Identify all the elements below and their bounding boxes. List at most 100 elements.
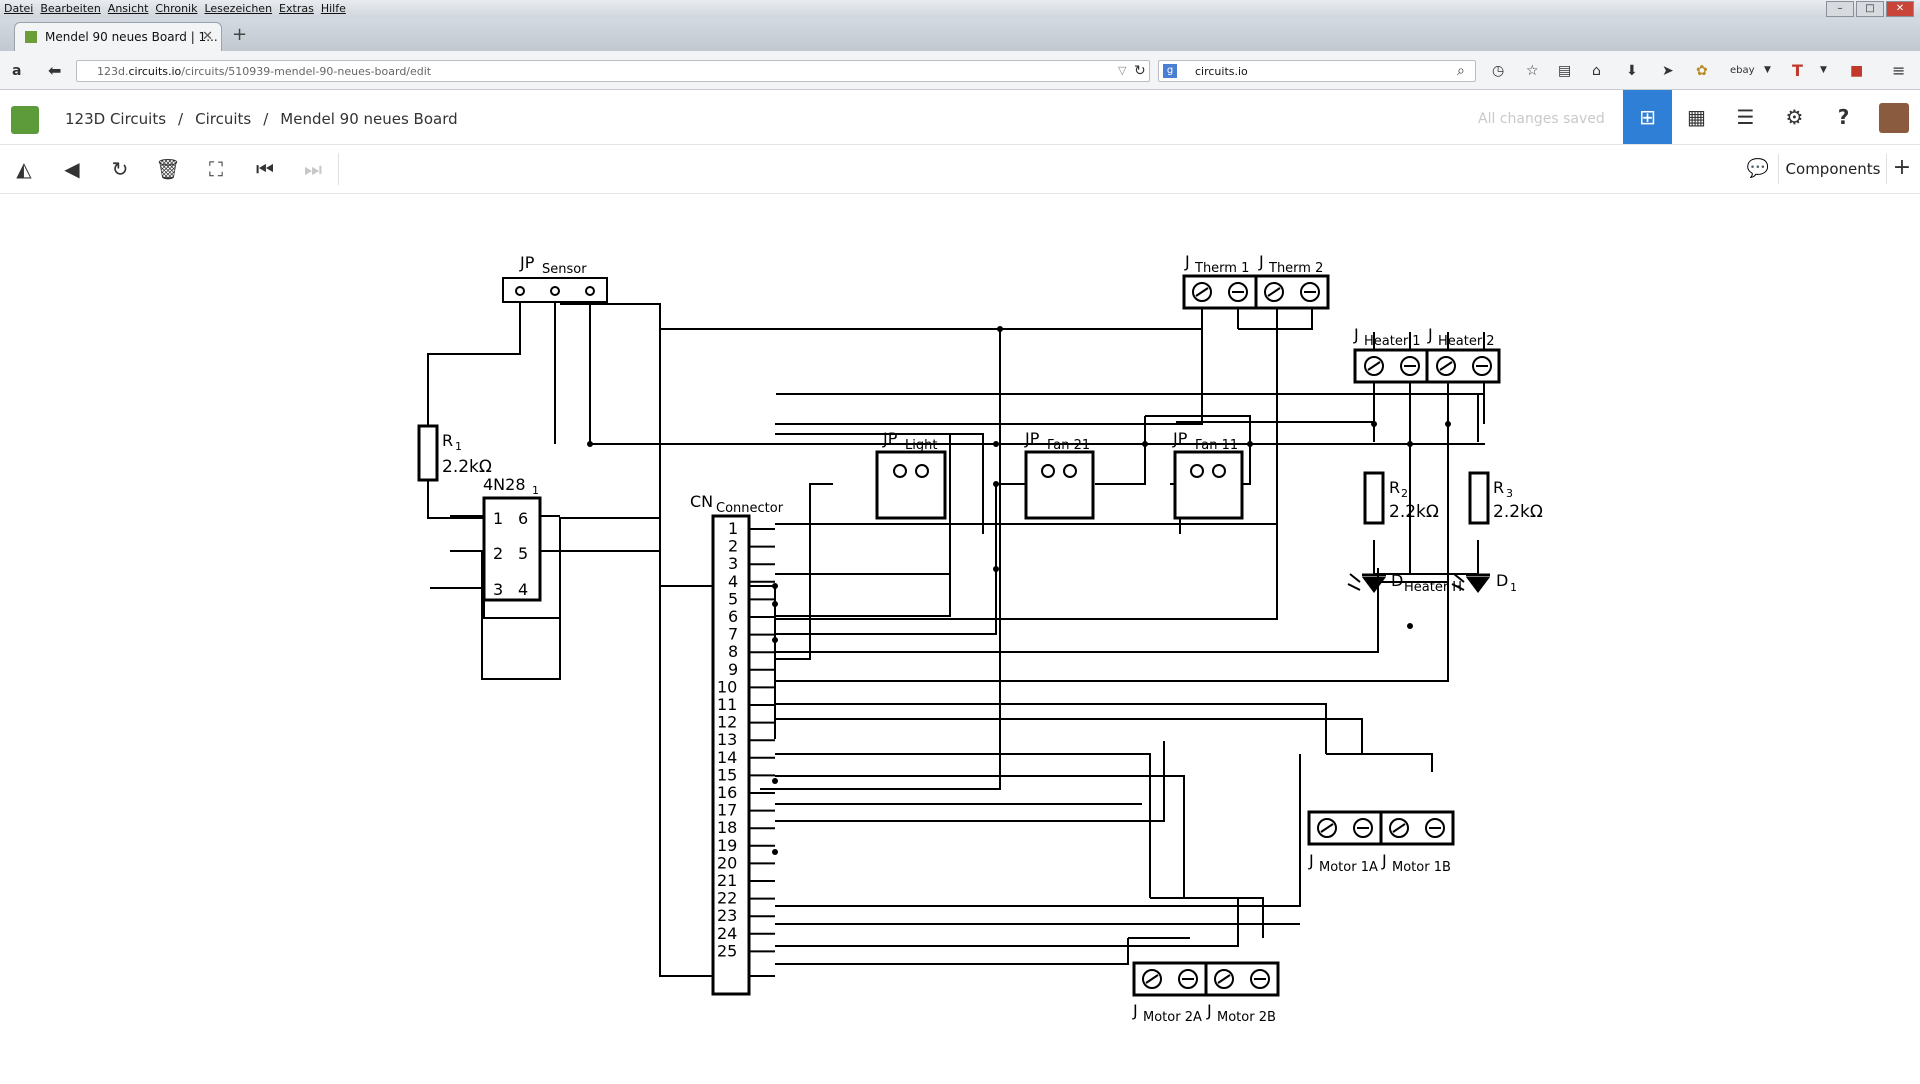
reader-icon[interactable]: ▤ xyxy=(1558,63,1572,79)
wire[interactable] xyxy=(775,433,984,534)
wire[interactable] xyxy=(775,754,1301,907)
jp-sensor[interactable]: JP Sensor xyxy=(502,253,608,303)
led-d1[interactable]: D 1 xyxy=(1451,571,1517,594)
history-icon[interactable]: ◷ xyxy=(1492,63,1505,79)
light-arrow-icon xyxy=(1451,573,1465,591)
menu-chronik[interactable]: Chronik xyxy=(155,2,198,15)
menu-bearbeiten[interactable]: Bearbeiten xyxy=(40,2,101,15)
resistor-r2[interactable]: R 2 2.2kΩ xyxy=(1363,471,1439,525)
rotate-button[interactable]: ↻ xyxy=(105,155,135,183)
back-icon[interactable]: ⬅ xyxy=(48,61,62,80)
send-icon[interactable]: ➤ xyxy=(1662,63,1674,79)
search-input[interactable]: circuits.io xyxy=(1158,60,1476,82)
search-engine-icon[interactable]: g xyxy=(1163,64,1177,78)
menu-extras[interactable]: Extras xyxy=(279,2,314,15)
comments-button[interactable]: 💬 xyxy=(1740,154,1776,184)
wire[interactable] xyxy=(775,938,1129,965)
home-icon[interactable]: ⌂ xyxy=(1592,63,1601,79)
text-tool-icon[interactable]: T xyxy=(1792,61,1803,80)
wire[interactable] xyxy=(775,898,1239,947)
menu-lesezeichen[interactable]: Lesezeichen xyxy=(204,2,273,15)
download-icon[interactable]: ⬇ xyxy=(1626,63,1638,79)
jp-fan21[interactable]: JP Fan 21 xyxy=(1024,429,1095,520)
wire[interactable] xyxy=(775,775,1185,898)
wire[interactable] xyxy=(775,483,833,660)
j-motor1[interactable]: J Motor 1A J Motor 1B xyxy=(1307,810,1455,875)
fit-view-button[interactable]: ⛶ xyxy=(201,155,231,183)
wire[interactable] xyxy=(1000,292,1203,330)
wire[interactable] xyxy=(1326,753,1433,772)
new-tab-icon[interactable]: + xyxy=(232,24,248,45)
resistor-r1[interactable]: R 1 2.2kΩ xyxy=(417,424,492,482)
url-host: 123d. xyxy=(97,65,129,78)
reload-icon[interactable]: ↻ xyxy=(1134,63,1146,79)
wire[interactable] xyxy=(427,292,521,424)
breadcrumb-circuits[interactable]: Circuits xyxy=(195,110,252,128)
add-component-button[interactable]: + xyxy=(1886,154,1917,184)
app-logo-icon[interactable] xyxy=(11,106,39,134)
dropdown-icon[interactable]: ▽ xyxy=(1118,64,1127,77)
wire[interactable] xyxy=(775,703,1327,754)
hamburger-menu-icon[interactable]: ≡ xyxy=(1892,61,1906,80)
opto-pin: 4 xyxy=(518,580,528,599)
minimize-icon[interactable]: – xyxy=(1826,1,1854,17)
wire[interactable] xyxy=(775,574,951,617)
menu-datei[interactable]: Datei xyxy=(4,2,34,15)
close-window-icon[interactable]: ✕ xyxy=(1886,1,1914,17)
wire[interactable] xyxy=(775,292,1278,620)
wire[interactable] xyxy=(775,292,1203,425)
address-bar[interactable]: 123d.circuits.io/circuits/510939-mendel-… xyxy=(76,60,1150,82)
search-icon[interactable]: ⌕ xyxy=(1457,63,1465,79)
wire[interactable] xyxy=(1150,897,1264,938)
wire[interactable] xyxy=(1095,416,1146,485)
undo-button[interactable]: ⏮ xyxy=(250,155,280,183)
connector-cn[interactable]: CN Connector 123456789101112131415161718… xyxy=(690,492,784,996)
wire[interactable] xyxy=(775,753,1151,898)
wire[interactable] xyxy=(660,328,1001,790)
schematic-view-button[interactable]: ⊞ xyxy=(1623,90,1672,144)
optocoupler-4n28[interactable]: 4N28 1 1 6 2 5 3 4 xyxy=(482,475,542,602)
help-button[interactable]: ? xyxy=(1819,90,1868,144)
breadcrumb-home[interactable]: 123D Circuits xyxy=(65,110,167,128)
maximize-icon[interactable]: □ xyxy=(1856,1,1884,17)
flip-horizontal-button[interactable]: ◭ xyxy=(9,155,39,183)
amazon-icon[interactable]: a xyxy=(12,63,22,79)
jp-fan11[interactable]: JP Fan 11 xyxy=(1172,429,1244,520)
flip-vertical-button[interactable]: ◀ xyxy=(57,155,87,183)
wire[interactable] xyxy=(1373,540,1479,575)
j-therm[interactable]: J Therm 1 J Therm 2 xyxy=(1182,252,1330,310)
wire[interactable] xyxy=(450,515,660,619)
pcb-view-button[interactable]: ▦ xyxy=(1672,90,1721,144)
j-heater[interactable]: J Heater 1 J Heater 2 xyxy=(1353,325,1501,384)
browser-tab[interactable]: Mendel 90 neues Board | 1... ✕ xyxy=(14,22,222,52)
wire[interactable] xyxy=(1176,332,1375,423)
wire[interactable] xyxy=(775,568,1379,653)
addon-icon[interactable]: ✿ xyxy=(1696,63,1708,79)
wire[interactable] xyxy=(775,718,1363,754)
led-d-heater[interactable]: D Heater H xyxy=(1347,571,1462,595)
schematic-drawing[interactable]: JP Sensor R 1 2.2kΩ 4N28 1 1 6 2 5 3 4 C… xyxy=(0,194,1920,1080)
redo-button[interactable]: ⏭ xyxy=(298,155,328,183)
text-tool-dropdown-icon[interactable]: ▼ xyxy=(1820,65,1827,75)
wire[interactable] xyxy=(775,741,1165,822)
schematic-canvas[interactable]: JP Sensor R 1 2.2kΩ 4N28 1 1 6 2 5 3 4 C… xyxy=(0,194,1920,1080)
wire[interactable] xyxy=(775,568,1449,682)
cn-pin-number: 16 xyxy=(717,783,737,802)
delete-button[interactable]: 🗑 xyxy=(153,155,183,183)
wire[interactable] xyxy=(1374,394,1449,583)
components-button[interactable]: Components xyxy=(1778,154,1887,184)
pocket-icon[interactable]: ■ xyxy=(1850,63,1864,79)
menu-hilfe[interactable]: Hilfe xyxy=(320,2,346,15)
wire[interactable] xyxy=(450,550,561,680)
ebay-dropdown-icon[interactable]: ▼ xyxy=(1764,65,1771,75)
jp-light[interactable]: JP Light xyxy=(875,429,947,520)
resistor-r3[interactable]: R 3 2.2kΩ xyxy=(1468,471,1543,525)
avatar[interactable] xyxy=(1879,103,1909,133)
bookmark-star-icon[interactable]: ☆ xyxy=(1526,63,1539,79)
bom-view-button[interactable]: ☰ xyxy=(1721,90,1770,144)
ebay-icon[interactable]: ebay xyxy=(1730,65,1755,76)
menu-ansicht[interactable]: Ansicht xyxy=(107,2,149,15)
j-motor2[interactable]: J Motor 2A J Motor 2B xyxy=(1132,961,1280,1025)
close-tab-icon[interactable]: ✕ xyxy=(202,29,213,44)
settings-button[interactable]: ⚙ xyxy=(1770,90,1819,144)
